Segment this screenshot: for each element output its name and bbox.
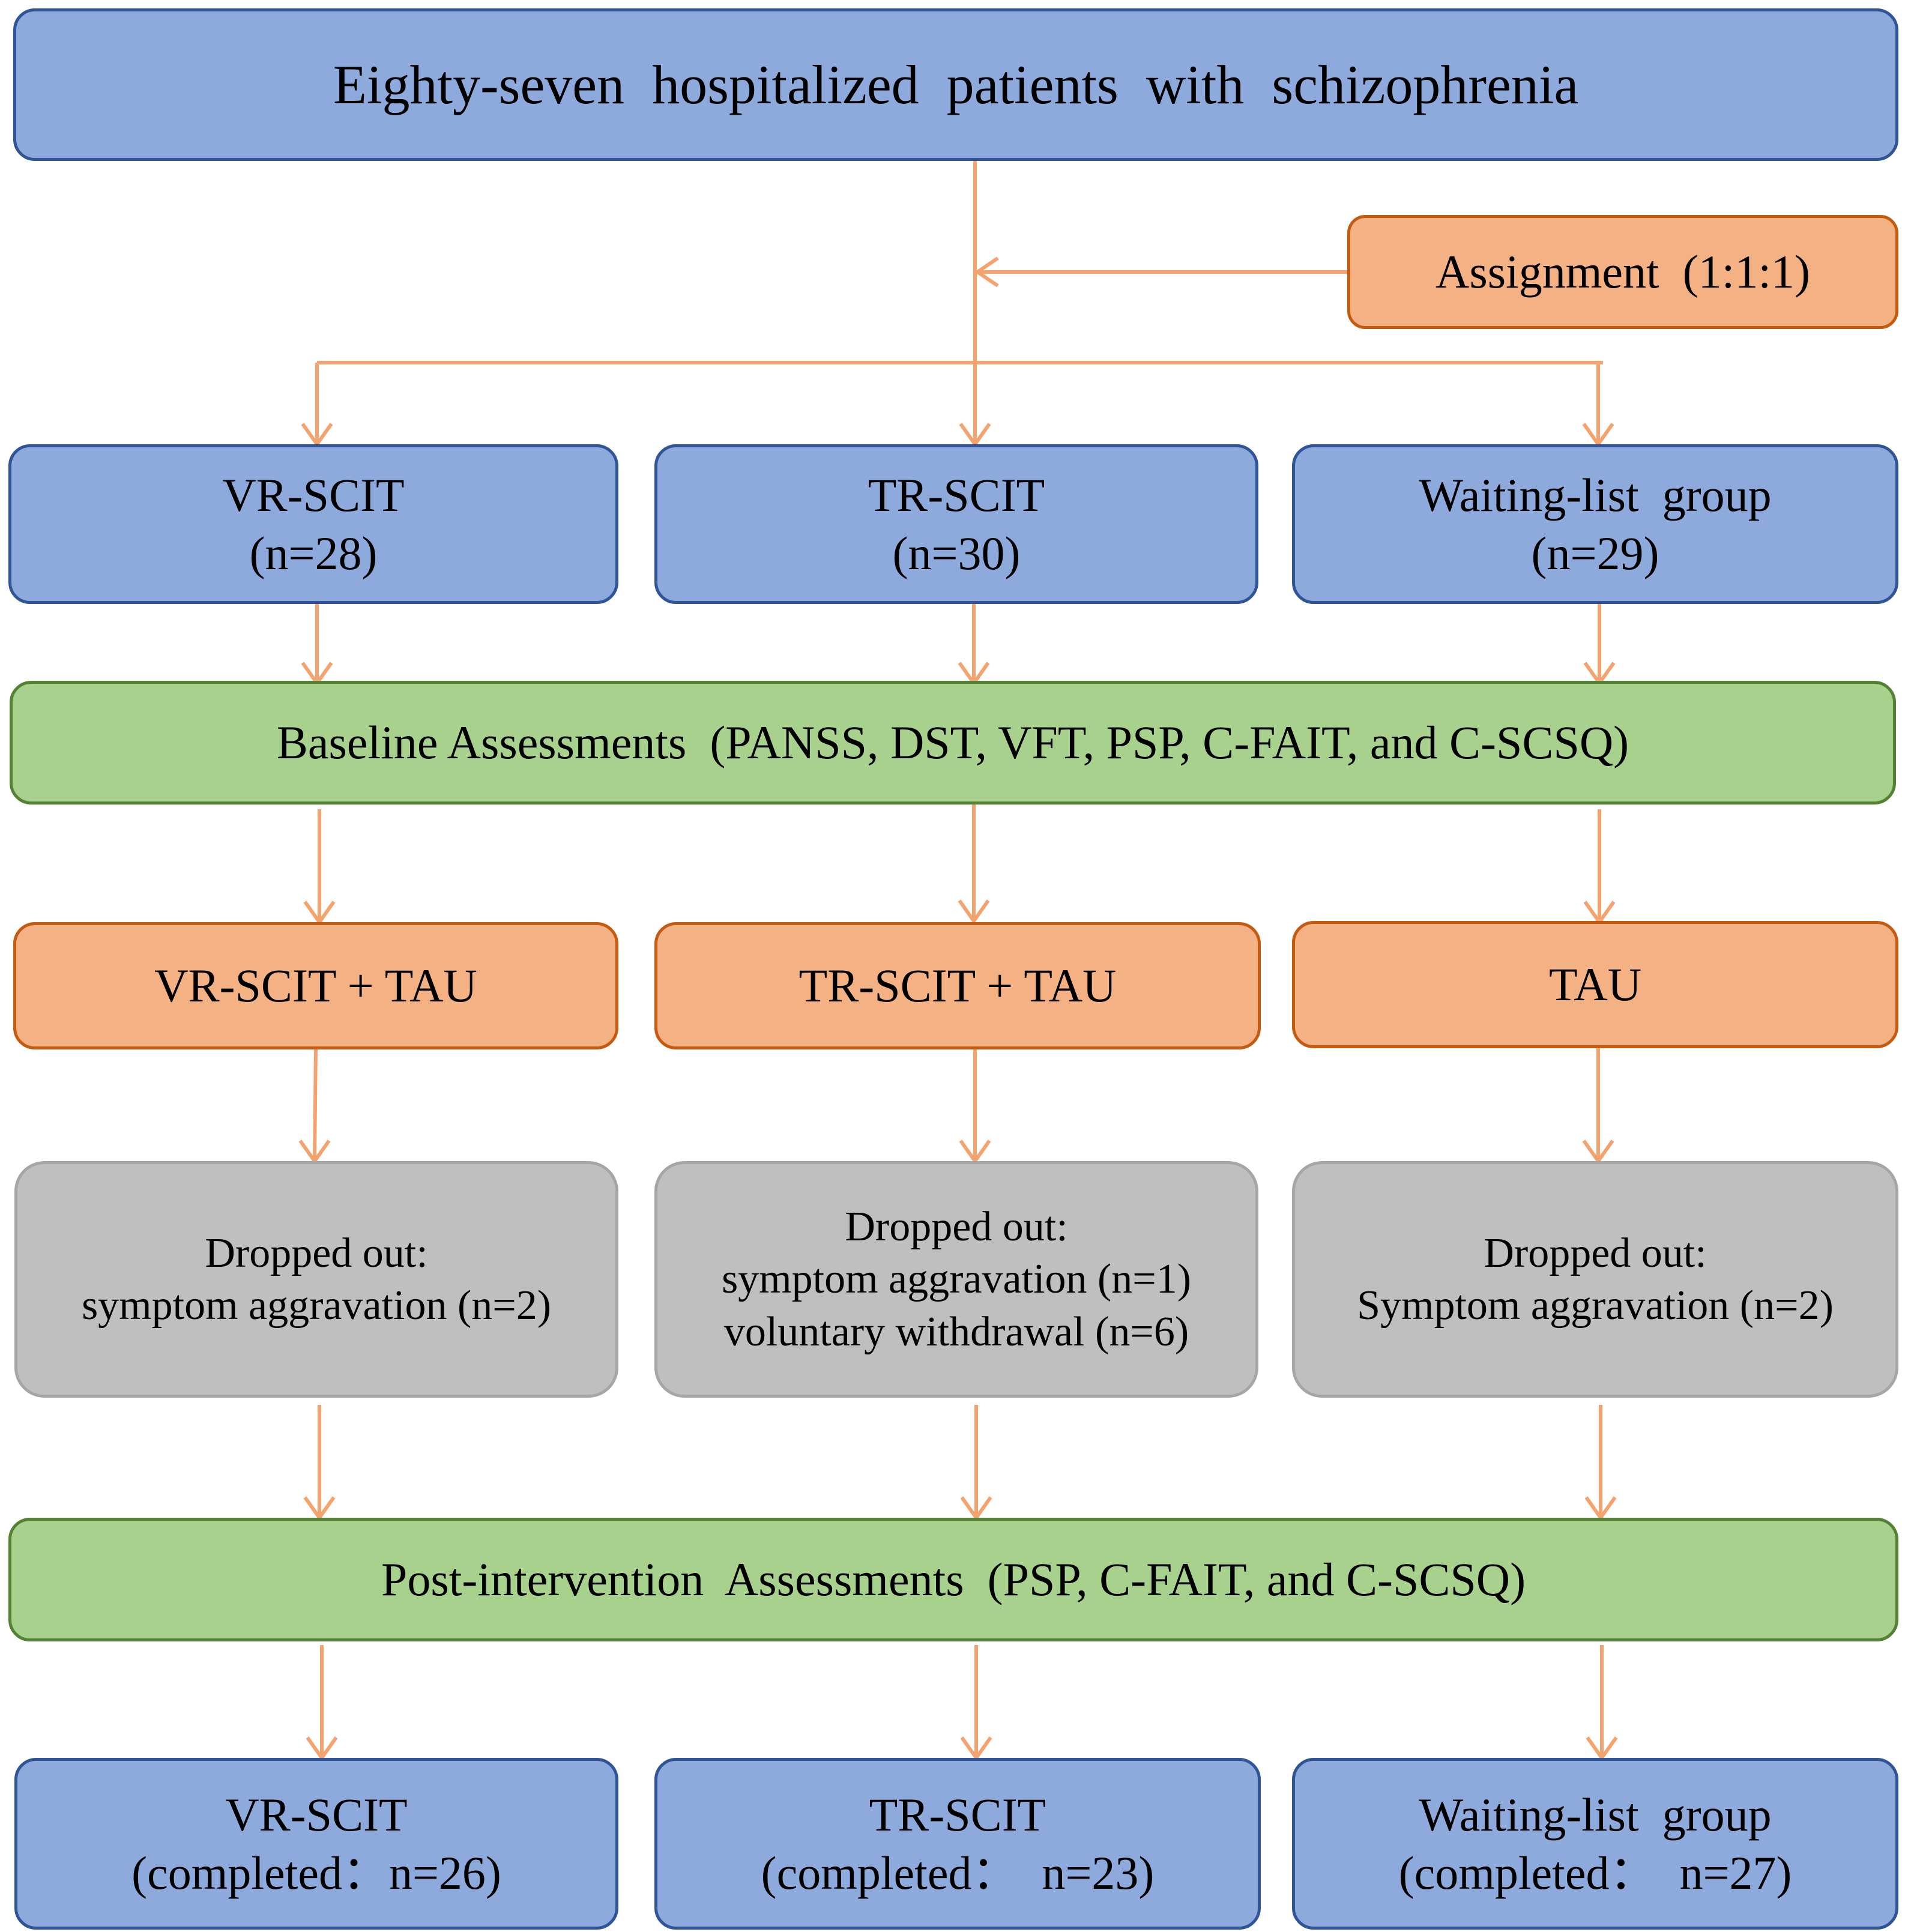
completed-count: (completed： n=27) [1398,1847,1792,1899]
assignment-box: Assignment (1:1:1) [1347,215,1898,329]
baseline-label: Baseline Assessments (PANSS, DST, VFT, P… [276,716,1629,769]
completed-box-vr-scit: VR-SCIT (completed：n=26) [14,1758,618,1930]
intervention-label: VR-SCIT + TAU [154,959,477,1012]
dropout-heading: Dropped out: [1484,1230,1707,1276]
completed-box-waiting-list: Waiting-list group (completed： n=27) [1292,1758,1898,1930]
dropout-reason: voluntary withdrawal (n=6) [723,1308,1189,1355]
dropout-reason: Symptom aggravation (n=2) [1357,1282,1834,1329]
dropout-box-tr-scit: Dropped out: symptom aggravation (n=1) v… [654,1161,1258,1398]
dropout-reason: symptom aggravation (n=1) [721,1256,1192,1303]
intervention-box-tau: TAU [1292,921,1898,1048]
completed-count: (completed：n=26) [131,1847,501,1899]
completed-group-name: Waiting-list group [1419,1788,1772,1841]
group-box-tr-scit: TR-SCIT (n=30) [654,444,1258,604]
completed-group-name: VR-SCIT [225,1788,408,1841]
completed-box-tr-scit: TR-SCIT (completed： n=23) [654,1758,1261,1930]
intervention-label: TR-SCIT + TAU [799,959,1117,1012]
intervention-label: TAU [1548,958,1642,1011]
completed-count: (completed： n=23) [761,1847,1155,1899]
arrow-vr-tau-to-dropout [313,1049,318,1159]
intervention-box-vr-scit-tau: VR-SCIT + TAU [13,922,618,1049]
intervention-box-tr-scit-tau: TR-SCIT + TAU [654,922,1261,1049]
post-intervention-box: Post-intervention Assessments (PSP, C-FA… [8,1518,1898,1641]
group-count: (n=28) [249,527,378,579]
dropout-box-vr-scit: Dropped out: symptom aggravation (n=2) [14,1161,618,1398]
post-intervention-label: Post-intervention Assessments (PSP, C-FA… [381,1553,1526,1606]
group-box-waiting-list: Waiting-list group (n=29) [1292,444,1898,604]
population-label: Eighty-seven hospitalized patients with … [333,53,1579,115]
arrowhead [958,899,990,925]
group-name: TR-SCIT [868,468,1045,521]
dropout-heading: Dropped out: [205,1230,428,1276]
completed-group-name: TR-SCIT [869,1788,1046,1841]
group-count: (n=30) [892,527,1021,579]
dropout-box-waiting-list: Dropped out: Symptom aggravation (n=2) [1292,1161,1898,1398]
group-name: VR-SCIT [222,468,405,521]
group-count: (n=29) [1531,527,1659,579]
arrow-assignment-tip [974,256,999,288]
dropout-reason: symptom aggravation (n=2) [81,1282,552,1329]
population-box: Eighty-seven hospitalized patients with … [13,8,1898,161]
baseline-assessments-box: Baseline Assessments (PANSS, DST, VFT, P… [10,681,1896,804]
group-name: Waiting-list group [1419,468,1772,521]
dropout-heading: Dropped out: [845,1203,1068,1250]
assignment-label: Assignment (1:1:1) [1436,246,1810,298]
group-box-vr-scit: VR-SCIT (n=28) [8,444,618,604]
